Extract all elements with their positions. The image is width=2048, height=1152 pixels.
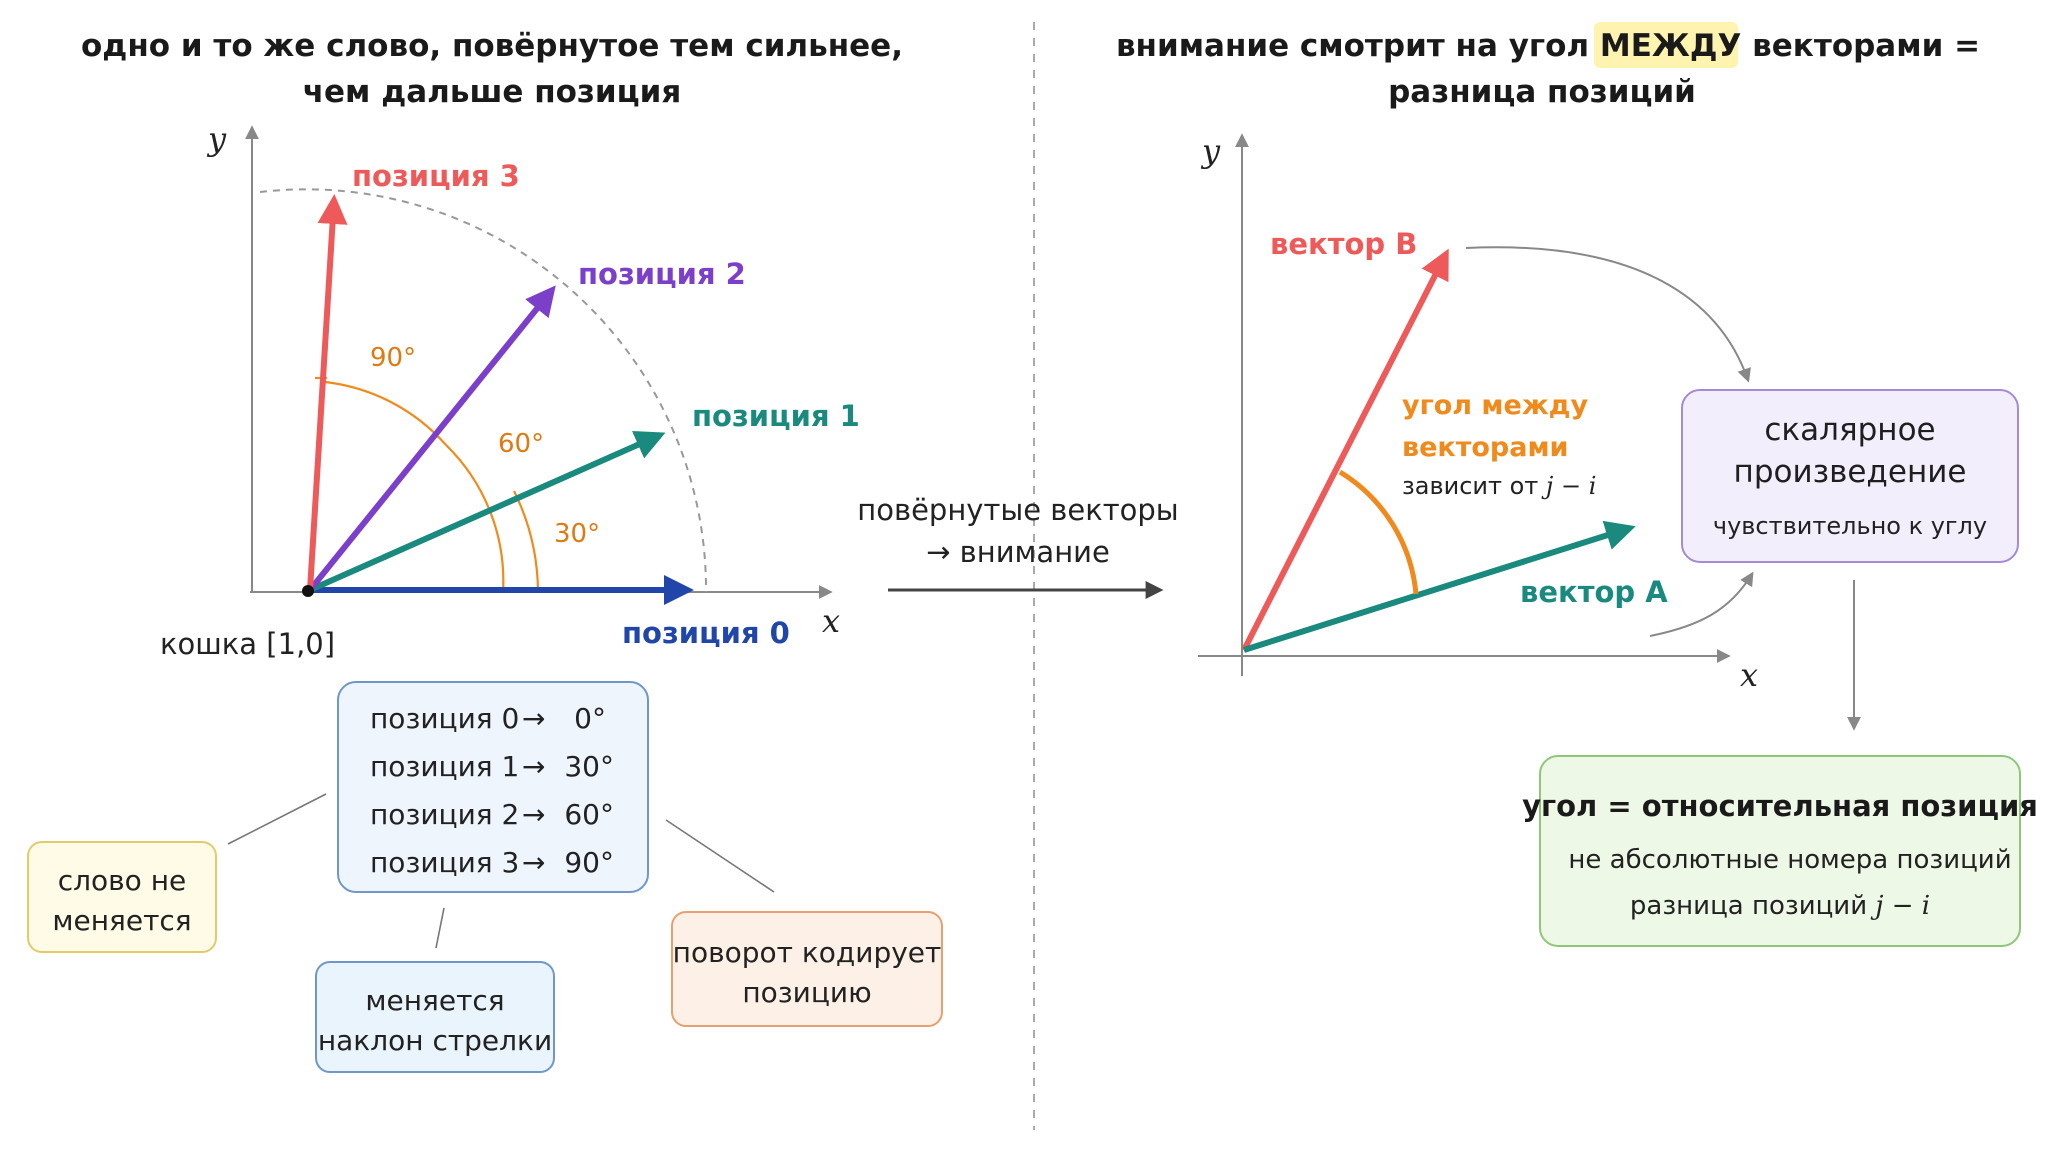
angle-caption-line1: угол между (1402, 390, 1588, 421)
mapping-row: позиция 0 → 0° (370, 702, 606, 735)
angle-caption-pre: зависит от (1402, 472, 1546, 500)
right-y-axis-label: y (1200, 132, 1221, 170)
dot-box-line1: скалярное (1764, 412, 1935, 448)
note-rotation-line1: поворот кодирует (673, 936, 942, 969)
result-box (1539, 755, 2021, 947)
connector-slope (435, 907, 445, 949)
result-box-line2: разница позиций j − i (1630, 891, 1930, 921)
angle-label-60: 60° (498, 429, 544, 459)
angle-caption-line2: векторами (1402, 432, 1568, 463)
left-title-line1: одно и то же слово, повёрнутое тем сильн… (81, 28, 903, 64)
mapping-deg-0: 0° (574, 702, 606, 735)
middle-caption-line2: → внимание (926, 535, 1110, 569)
mapping-row: позиция 3 → 90° (370, 846, 614, 879)
note-word-line2: меняется (52, 904, 191, 937)
mapping-arrow-2: → (522, 798, 545, 831)
note-slope-line1: меняется (365, 984, 504, 1017)
label-position-0: позиция 0 (622, 616, 790, 650)
result-box-line2-math: j − i (1870, 891, 1930, 921)
arrow-b-to-dot (1465, 246, 1751, 383)
origin-point (302, 585, 314, 597)
note-rotation-line2: позицию (742, 976, 871, 1009)
label-position-3: позиция 3 (352, 159, 520, 193)
label-vector-b: вектор B (1270, 227, 1417, 261)
result-box-line1: не абсолютные номера позиций (1568, 845, 2011, 875)
angle-arc-between (1338, 469, 1419, 595)
mapping-arrow-0: → (522, 702, 545, 735)
left-unit-arc (259, 188, 708, 593)
mapping-deg-3: 90° (564, 846, 614, 879)
vector-position-2 (307, 285, 556, 592)
middle-caption-line1: повёрнутые векторы (857, 493, 1178, 527)
mapping-row: позиция 1 → 30° (370, 750, 614, 783)
mapping-arrow-3: → (522, 846, 545, 879)
mapping-deg-1: 30° (564, 750, 614, 783)
note-slope-line2: наклон стрелки (318, 1024, 552, 1057)
right-title-line2: разница позиций (1388, 74, 1696, 110)
left-x-axis-label: x (822, 602, 840, 640)
dot-product-box (1681, 389, 2019, 563)
origin-label: кошка [1,0] (160, 627, 335, 661)
arrow-a-to-dot (1649, 571, 1754, 637)
right-title-post: векторами = (1741, 28, 1980, 64)
mapping-arrow-1: → (522, 750, 545, 783)
mapping-pos-2: позиция 2 (370, 798, 519, 831)
right-x-axis-label: x (1740, 656, 1758, 694)
right-title-highlight: МЕЖДУ (1600, 28, 1741, 64)
note-rotation-encodes (671, 911, 943, 1027)
angle-arc-30 (513, 490, 540, 593)
label-position-2: позиция 2 (578, 257, 746, 291)
label-vector-a: вектор A (1520, 575, 1668, 609)
angle-caption-math: j − i (1541, 472, 1596, 500)
dot-box-line3: чувствительно к углу (1713, 512, 1987, 540)
vector-position-3 (307, 194, 348, 591)
note-slope-changes (315, 961, 555, 1073)
label-position-1: позиция 1 (692, 399, 860, 433)
result-box-line2-pre: разница позиций (1630, 891, 1875, 921)
mapping-row: позиция 2 → 60° (370, 798, 614, 831)
dot-box-line2: произведение (1734, 454, 1967, 490)
right-title-line1: внимание смотрит на угол МЕЖДУ векторами… (1116, 28, 1980, 64)
mapping-deg-2: 60° (564, 798, 614, 831)
vector-position-1 (308, 431, 666, 593)
note-word-unchanged (27, 841, 217, 953)
angle-label-90: 90° (370, 343, 416, 373)
mapping-box (337, 681, 649, 893)
connector-word (227, 793, 327, 845)
mapping-pos-0: позиция 0 (370, 702, 519, 735)
angle-label-30: 30° (554, 519, 600, 549)
left-title-line2: чем дальше позиция (303, 74, 682, 110)
note-word-line1: слово не (58, 864, 187, 897)
vector-a (1243, 520, 1636, 653)
vector-b (1241, 248, 1449, 652)
right-title-pre: внимание смотрит на угол (1116, 28, 1600, 64)
title-highlight-bg (1594, 22, 1738, 68)
mapping-pos-3: позиция 3 (370, 846, 519, 879)
result-box-title: угол = относительная позиция (1522, 789, 2038, 823)
left-y-axis-label: y (206, 120, 227, 158)
connector-rotation (665, 819, 775, 893)
mapping-pos-1: позиция 1 (370, 750, 519, 783)
angle-arc-60b (324, 380, 447, 446)
angle-caption-line3: зависит от j − i (1402, 472, 1596, 500)
